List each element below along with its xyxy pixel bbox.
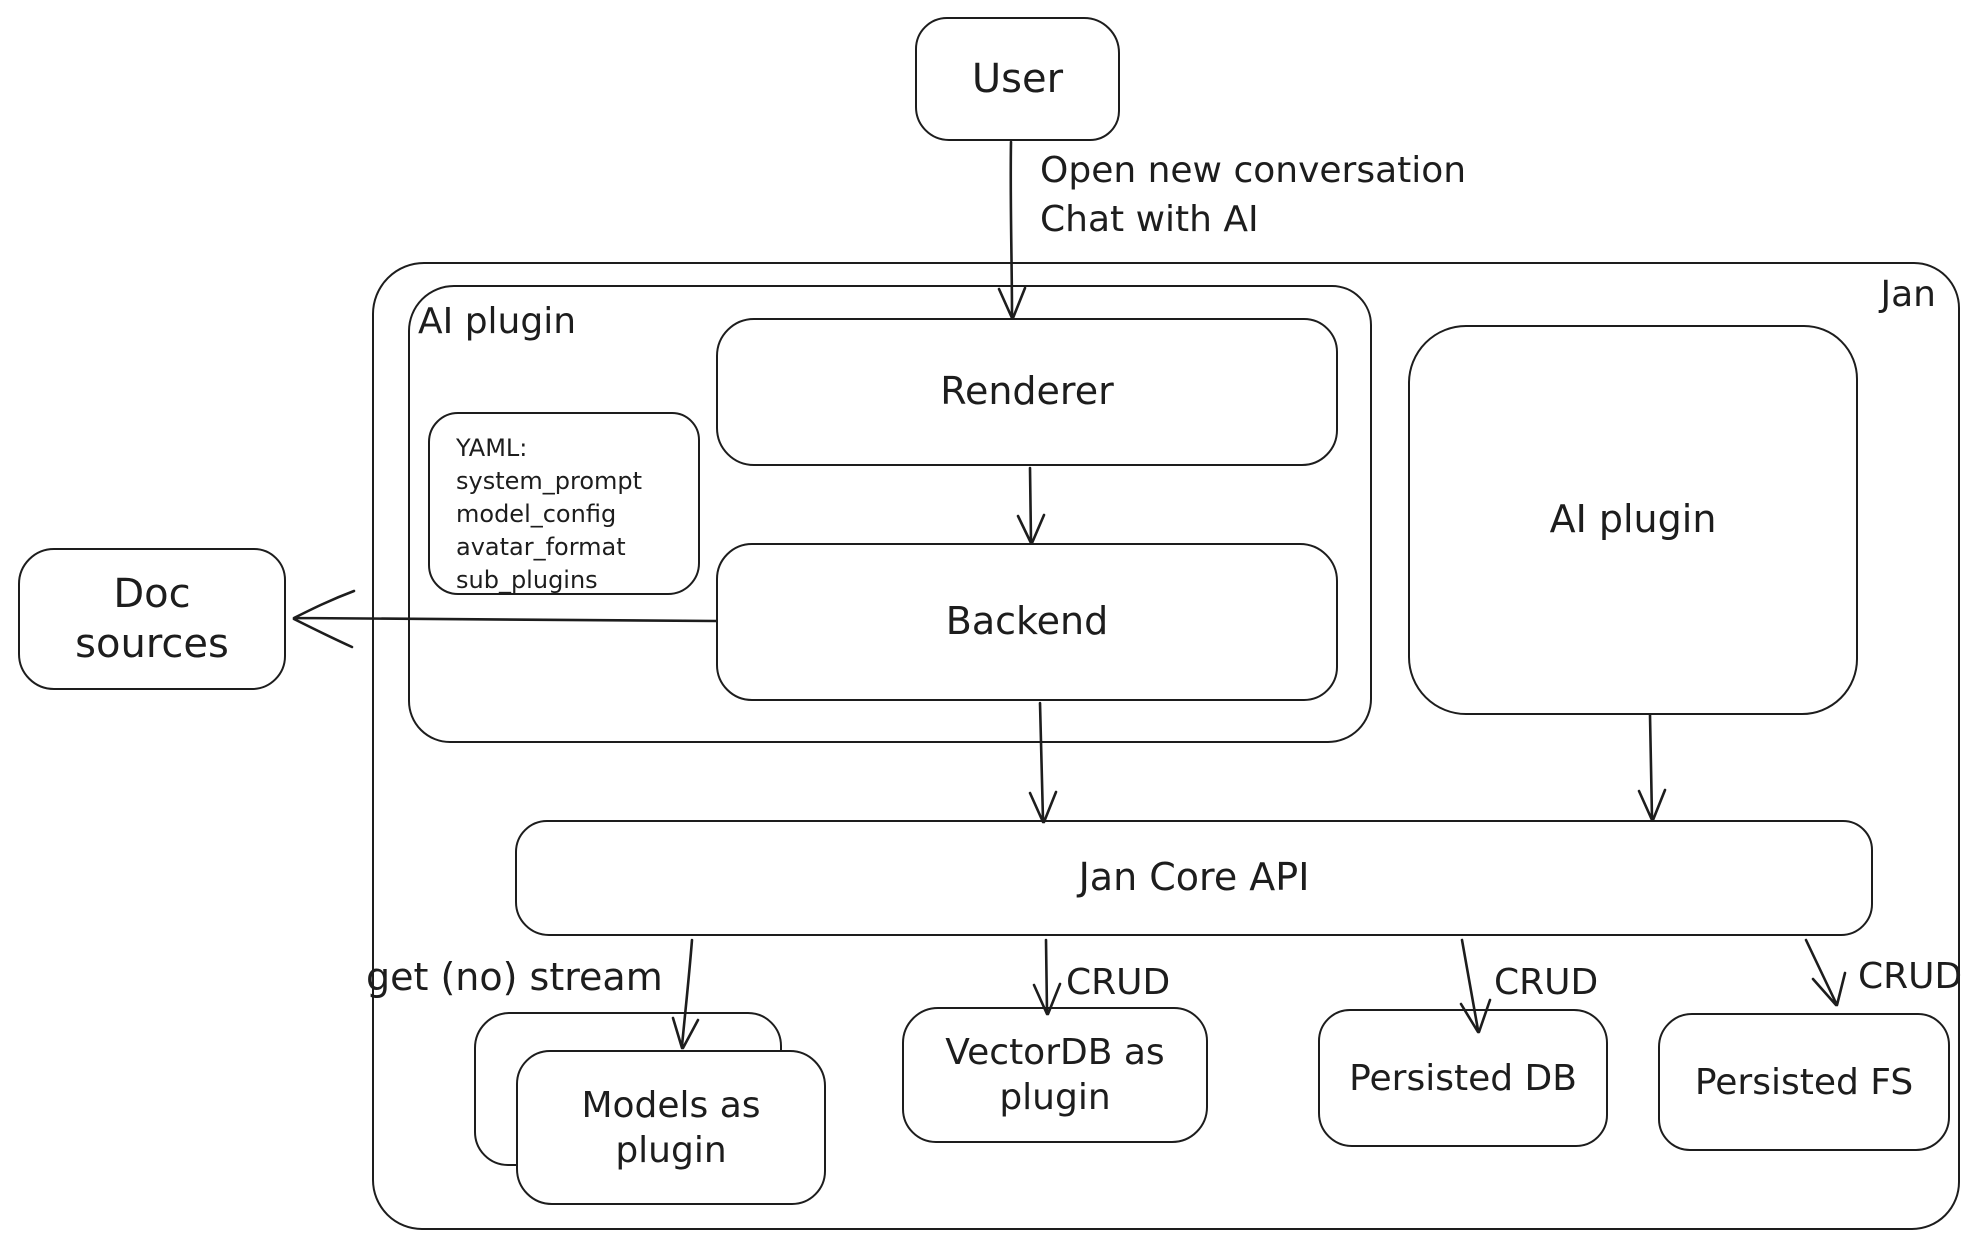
ai-plugin-right-node: AI plugin	[1408, 325, 1858, 715]
backend-label: Backend	[945, 599, 1109, 644]
backend-node: Backend	[716, 543, 1338, 701]
persisted-db-label: Persisted DB	[1349, 1057, 1577, 1099]
user-node: User	[915, 17, 1120, 141]
jan-outer-box: Jan	[372, 262, 1960, 1230]
renderer-label: Renderer	[940, 369, 1114, 414]
yaml-line: sub_plugins	[456, 566, 598, 594]
yaml-line: model_config	[456, 500, 617, 528]
edge-label-crud-vectordb: CRUD	[1066, 962, 1171, 1003]
yaml-note: YAML: system_prompt model_config avatar_…	[428, 412, 700, 595]
jan-label: Jan	[1880, 274, 1937, 315]
ai-plugin-container-label: AI plugin	[418, 301, 577, 342]
edge-label-crud-db: CRUD	[1494, 962, 1599, 1003]
jan-core-api-label: Jan Core API	[1078, 855, 1310, 900]
jan-core-api-node: Jan Core API	[515, 820, 1873, 936]
vectordb-as-plugin-label: VectorDB as plugin	[945, 1032, 1165, 1118]
models-as-plugin-label: Models as plugin	[581, 1084, 761, 1171]
persisted-fs-node: Persisted FS	[1658, 1013, 1950, 1151]
models-as-plugin-node: Models as plugin	[516, 1050, 826, 1205]
yaml-note-lines: YAML: system_prompt model_config avatar_…	[430, 414, 698, 594]
edge-label-crud-fs: CRUD	[1858, 956, 1963, 997]
ai-plugin-container-box: AI plugin	[408, 285, 1372, 743]
yaml-line: YAML:	[456, 434, 528, 462]
vectordb-as-plugin-node: VectorDB as plugin	[902, 1007, 1208, 1143]
edge-label-get-no-stream: get (no) stream	[366, 955, 663, 999]
doc-sources-label: Doc sources	[75, 571, 229, 667]
yaml-line: avatar_format	[456, 533, 626, 561]
edge-label-line: Chat with AI	[1040, 199, 1259, 240]
edge-label-line: Open new conversation	[1040, 150, 1467, 191]
user-label: User	[971, 56, 1064, 102]
persisted-db-node: Persisted DB	[1318, 1009, 1608, 1147]
yaml-line: system_prompt	[456, 467, 643, 495]
persisted-fs-label: Persisted FS	[1694, 1061, 1914, 1103]
ai-plugin-right-label: AI plugin	[1549, 497, 1717, 542]
renderer-node: Renderer	[716, 318, 1338, 466]
edge-label-open-conversation: Open new conversation Chat with AI	[1040, 150, 1466, 240]
doc-sources-node: Doc sources	[18, 548, 286, 690]
